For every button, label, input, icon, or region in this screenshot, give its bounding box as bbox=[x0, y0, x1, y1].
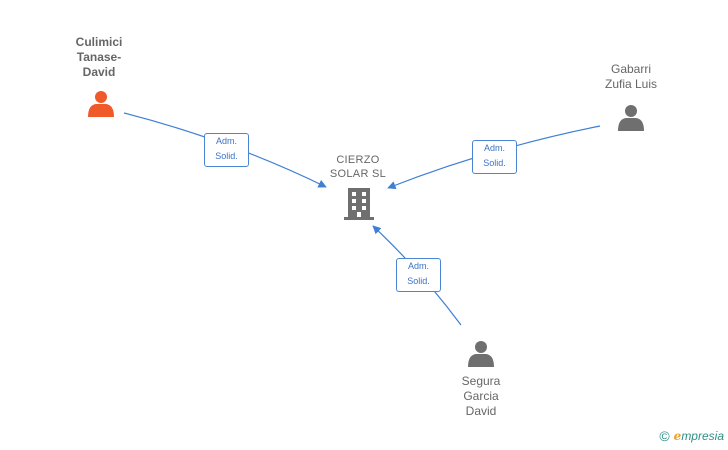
brand-watermark: © empresia bbox=[659, 428, 724, 444]
person-label-segura[interactable]: Segura Garcia David bbox=[461, 374, 501, 418]
person-label-culimici[interactable]: Culimici Tanase- David bbox=[75, 35, 123, 79]
person-icon-segura[interactable] bbox=[468, 341, 494, 367]
building-icon[interactable] bbox=[344, 188, 374, 220]
brand-e: e bbox=[673, 429, 682, 443]
brand-name: mpresia bbox=[681, 429, 724, 443]
person-icon-gabarri[interactable] bbox=[618, 105, 644, 131]
edge-label-culimici: Adm. Solid. bbox=[204, 133, 249, 167]
edge-label-gabarri: Adm. Solid. bbox=[472, 140, 517, 174]
company-label[interactable]: CIERZO SOLAR SL bbox=[329, 154, 387, 180]
copyright-icon: © bbox=[659, 428, 670, 444]
person-label-gabarri[interactable]: Gabarri Zufia Luis bbox=[604, 62, 658, 91]
person-icon-culimici[interactable] bbox=[88, 91, 114, 117]
edge-label-segura: Adm. Solid. bbox=[396, 258, 441, 292]
